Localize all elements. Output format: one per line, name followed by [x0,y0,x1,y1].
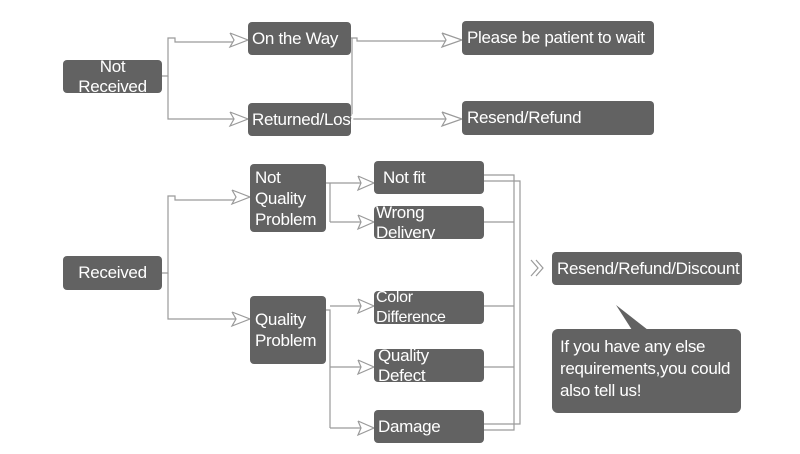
node-color-difference: Color Difference [374,289,484,326]
arrow-on-the-way [228,32,250,49]
node-quality-problem-line: Quality [255,310,306,329]
node-be-patient: Please be patient to wait [462,21,654,55]
speech-bubble-tail [616,305,648,330]
connector-to-patient [349,37,446,42]
chevron-right-icon [530,259,539,277]
node-not-quality-problem: Not Quality Problem [250,164,326,232]
node-received: Received [63,256,162,290]
arrow-patient [440,32,464,49]
chevron-right-icon [535,259,544,277]
arrow-returned [228,111,250,128]
connector-received-to-quality [167,273,236,320]
node-quality-problem-line: Problem [255,331,317,350]
arrow-not-fit [356,175,376,192]
note-line: If you have any else [560,337,706,356]
node-not-received: Not Received [63,57,162,96]
node-not-quality-problem-line: Not [255,167,281,187]
node-wrong-delivery: Wrong Delivery [374,203,484,242]
node-damage: Damage [374,410,484,443]
arrow-resend-refund [440,111,464,128]
note-line: also tell us! [560,381,642,400]
arrow-quality-defect [356,359,376,376]
connector-received-to-not-quality [162,195,236,274]
connector-merge-inner [484,180,521,425]
node-quality-defect: Quality Defect [374,346,484,385]
connector-merge-outer [484,174,515,431]
arrow-damage [356,420,376,437]
arrow-color-diff [356,298,376,315]
connector-quality-stem [326,309,331,428]
node-not-quality-problem-line: Quality [255,188,306,208]
arrow-wrong-delivery [356,214,376,231]
node-not-quality-problem-line: Problem [255,209,317,229]
node-returned-lost: Returned/Lost [248,103,355,136]
note-bubble: If you have any else requirements,you co… [552,329,741,413]
arrow-not-quality [230,189,252,206]
node-not-fit: Not fit [374,161,484,194]
node-resend-refund: Resend/Refund [462,101,654,135]
note-line: requirements,you could [560,359,731,378]
arrow-quality [230,311,252,328]
node-resend-refund-discount: Resend/Refund/Discount [552,252,742,285]
connector-not-received-to-returned [167,76,236,120]
node-on-the-way: On the Way [248,22,351,55]
node-quality-problem: Quality Problem [250,296,326,364]
connector-not-received-to-on-the-way [162,37,236,77]
